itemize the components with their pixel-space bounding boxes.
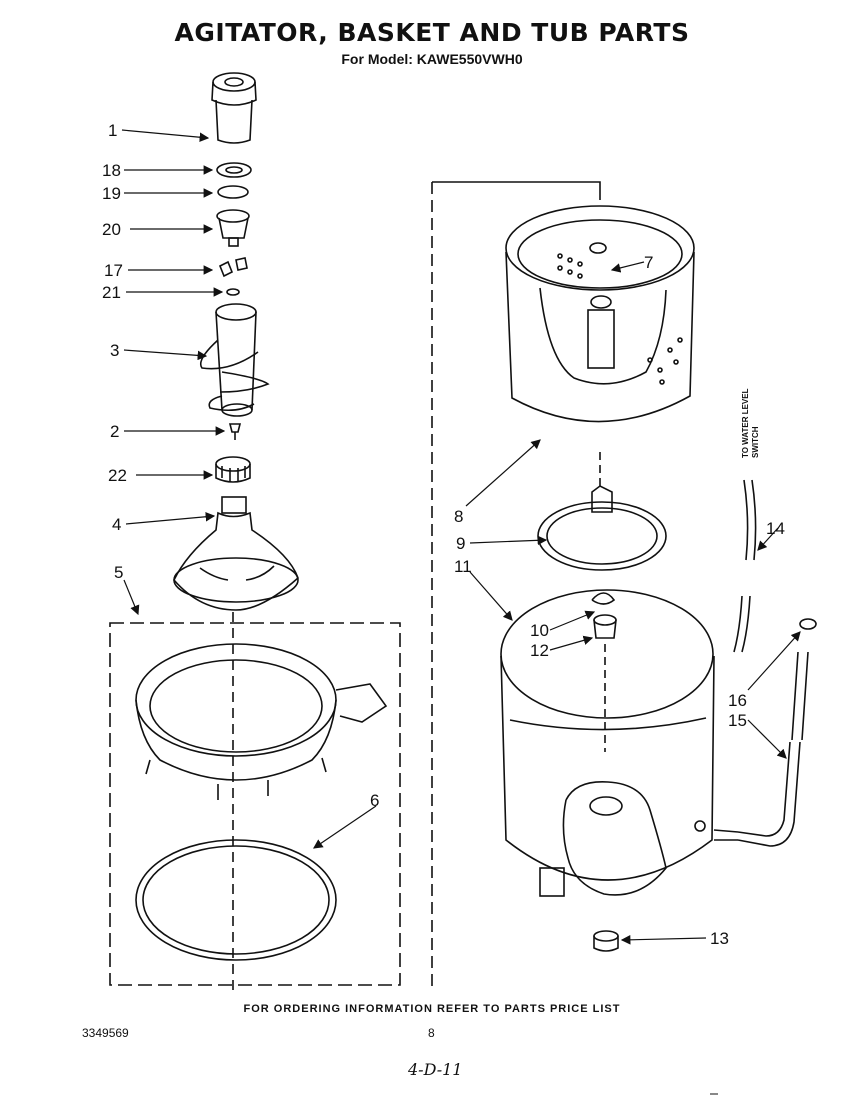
callout-13: 13 [710, 929, 729, 948]
clip-part [218, 257, 248, 278]
handwritten-note: 4-D-11 [408, 1060, 463, 1079]
callout-3: 3 [110, 341, 119, 360]
drain-plug-part [593, 930, 619, 952]
dog-assembly-part [216, 209, 250, 247]
ordering-note: FOR ORDERING INFORMATION REFER TO PARTS … [243, 1003, 621, 1015]
callout-18: 18 [102, 161, 121, 180]
callout-9: 9 [456, 534, 465, 553]
outer-tub-part [500, 589, 715, 897]
callout-21: 21 [102, 283, 121, 302]
callout-17: 17 [104, 261, 123, 280]
drive-bell-part [215, 456, 251, 483]
drain-hose-part [713, 618, 817, 847]
top-guide-line [432, 181, 601, 200]
svg-text:TO WATER LEVEL: TO WATER LEVEL [741, 388, 750, 458]
callout-1: 1 [108, 121, 117, 140]
agitator-base-part [173, 496, 299, 611]
bolt-part [228, 423, 242, 440]
assembly-group-box [109, 622, 401, 986]
water-level-switch-label: TO WATER LEVEL SWITCH [741, 388, 760, 458]
callout-7: 7 [644, 253, 653, 272]
o-ring-part [226, 288, 240, 296]
snap-ring-part [591, 592, 616, 605]
callout-12: 12 [530, 641, 549, 660]
svg-text:SWITCH: SWITCH [751, 426, 760, 458]
callout-8: 8 [454, 507, 463, 526]
agitator-auger-part [199, 303, 270, 417]
model-subtitle: For Model: KAWE550VWH0 [341, 51, 523, 67]
callout-15: 15 [728, 711, 747, 730]
callout-19: 19 [102, 184, 121, 203]
callout-labels: 1 18 19 20 17 21 3 2 22 4 5 6 7 8 9 11 1… [102, 121, 785, 948]
page-title: AGITATOR, BASKET AND TUB PARTS [174, 18, 690, 47]
callout-16: 16 [728, 691, 747, 710]
seal-part [216, 162, 252, 178]
callout-14: 14 [766, 519, 785, 538]
water-level-hose-part [733, 479, 757, 653]
document-number: 3349569 [82, 1026, 129, 1040]
callout-4: 4 [112, 515, 121, 534]
callout-2: 2 [110, 422, 119, 441]
bearing-part [593, 614, 617, 639]
wash-basket-part [505, 205, 695, 423]
callout-10: 10 [530, 621, 549, 640]
tub-gasket-part [135, 839, 337, 961]
ring-part [217, 185, 249, 199]
basket-drive-hub-part [537, 485, 667, 571]
callout-11: 11 [454, 557, 472, 576]
leader-lines [121, 129, 801, 945]
callout-6: 6 [370, 791, 379, 810]
callout-5: 5 [114, 563, 123, 582]
page-number: 8 [428, 1026, 435, 1040]
agitator-cap-part [211, 72, 257, 144]
callout-20: 20 [102, 220, 121, 239]
tub-ring-part [135, 643, 388, 800]
callout-22: 22 [108, 466, 127, 485]
